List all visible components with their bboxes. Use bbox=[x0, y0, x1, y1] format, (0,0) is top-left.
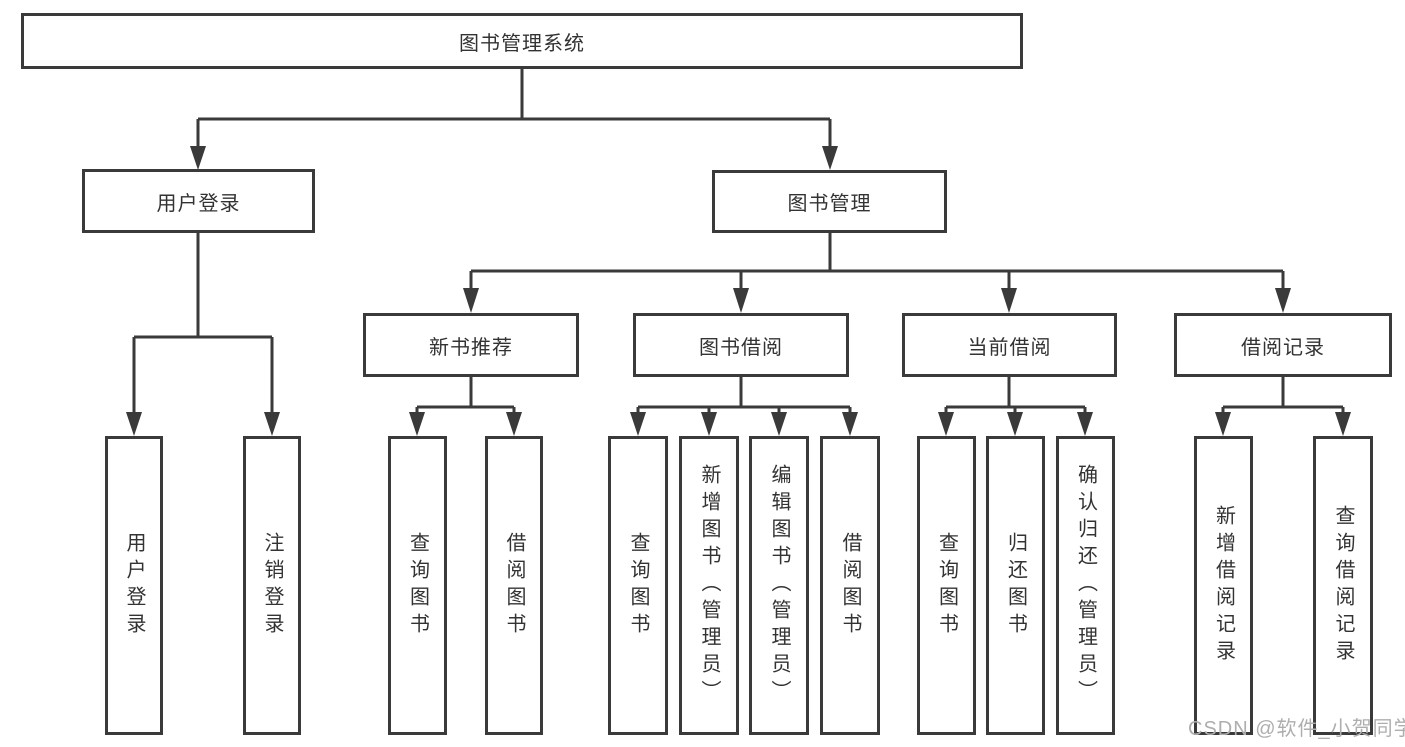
arrow-down-icon bbox=[264, 412, 280, 436]
node-label: 注销登录 bbox=[261, 531, 283, 640]
arrow-down-icon bbox=[1001, 288, 1017, 313]
node-label: 新增借阅记录 bbox=[1212, 504, 1235, 667]
arrow-down-icon bbox=[126, 412, 142, 436]
connector bbox=[196, 69, 832, 148]
connector bbox=[469, 233, 1285, 290]
arrow-down-icon bbox=[938, 412, 954, 436]
arrow-down-icon bbox=[463, 288, 479, 313]
arrow-down-icon bbox=[701, 412, 717, 436]
arrow-down-icon bbox=[822, 146, 838, 170]
node-label: 新增图书（管理员） bbox=[698, 464, 720, 707]
node-borrow-records: 借阅记录 bbox=[1174, 313, 1392, 377]
leaf-borrow-books-2: 借阅图书 bbox=[820, 436, 880, 735]
node-label: 归还图书 bbox=[1004, 531, 1027, 640]
leaf-return-books: 归还图书 bbox=[986, 436, 1045, 735]
node-label: 查询图书 bbox=[935, 531, 958, 640]
leaf-add-books-admin: 新增图书（管理员） bbox=[679, 436, 739, 735]
connector bbox=[1221, 377, 1345, 414]
watermark: CSDN @软件_小贺同学 bbox=[1188, 718, 1405, 740]
node-book-management: 图书管理 bbox=[712, 170, 947, 233]
node-user-login: 用户登录 bbox=[82, 169, 315, 233]
node-label: 借阅图书 bbox=[839, 531, 861, 640]
leaf-borrow-books-1: 借阅图书 bbox=[485, 436, 543, 735]
arrow-down-icon bbox=[1077, 412, 1093, 436]
connector bbox=[944, 377, 1087, 414]
node-label: 查询借阅记录 bbox=[1332, 504, 1354, 667]
node-label: 新书推荐 bbox=[429, 336, 513, 359]
arrow-down-icon bbox=[1275, 288, 1291, 313]
arrow-down-icon bbox=[1215, 412, 1231, 436]
node-label: 用户登录 bbox=[123, 531, 145, 640]
leaf-query-books-1: 查询图书 bbox=[388, 436, 447, 735]
arrow-down-icon bbox=[190, 146, 206, 170]
node-label: 查询图书 bbox=[627, 531, 649, 640]
arrow-down-icon bbox=[409, 412, 425, 436]
leaf-edit-books-admin: 编辑图书（管理员） bbox=[749, 436, 809, 735]
node-library-system: 图书管理系统 bbox=[21, 13, 1023, 69]
leaf-add-borrow-record: 新增借阅记录 bbox=[1194, 436, 1253, 735]
leaf-user-login: 用户登录 bbox=[105, 436, 163, 735]
connectors bbox=[132, 69, 1345, 414]
node-label: 当前借阅 bbox=[967, 336, 1052, 359]
node-label: 借阅记录 bbox=[1241, 336, 1325, 359]
arrow-down-icon bbox=[1335, 412, 1351, 436]
leaf-logout: 注销登录 bbox=[243, 436, 301, 735]
leaf-query-borrow-record: 查询借阅记录 bbox=[1313, 436, 1373, 735]
node-label: 图书借阅 bbox=[699, 336, 783, 359]
node-label: 图书管理系统 bbox=[459, 32, 585, 55]
connector bbox=[636, 377, 852, 414]
leaf-query-books-2: 查询图书 bbox=[608, 436, 668, 735]
leaf-query-books-3: 查询图书 bbox=[917, 436, 976, 735]
arrow-down-icon bbox=[506, 412, 522, 436]
arrow-down-icons bbox=[126, 146, 1351, 436]
arrow-down-icon bbox=[1007, 412, 1023, 436]
node-label: 图书管理 bbox=[787, 193, 872, 215]
node-current-borrow: 当前借阅 bbox=[902, 313, 1117, 377]
node-new-book-recommend: 新书推荐 bbox=[363, 313, 579, 377]
node-label: 用户登录 bbox=[156, 192, 241, 215]
node-label: 查询图书 bbox=[406, 531, 429, 640]
node-label: 借阅图书 bbox=[503, 531, 525, 640]
arrow-down-icon bbox=[771, 412, 787, 436]
node-label: 确认归还（管理员） bbox=[1074, 464, 1097, 707]
arrow-down-icon bbox=[842, 412, 858, 436]
node-book-borrow: 图书借阅 bbox=[633, 313, 849, 377]
node-label: 编辑图书（管理员） bbox=[768, 464, 790, 707]
leaf-confirm-return-admin: 确认归还（管理员） bbox=[1056, 436, 1115, 735]
connector bbox=[415, 377, 516, 414]
connector bbox=[132, 233, 274, 414]
arrow-down-icon bbox=[630, 412, 646, 436]
arrow-down-icon bbox=[733, 288, 749, 313]
